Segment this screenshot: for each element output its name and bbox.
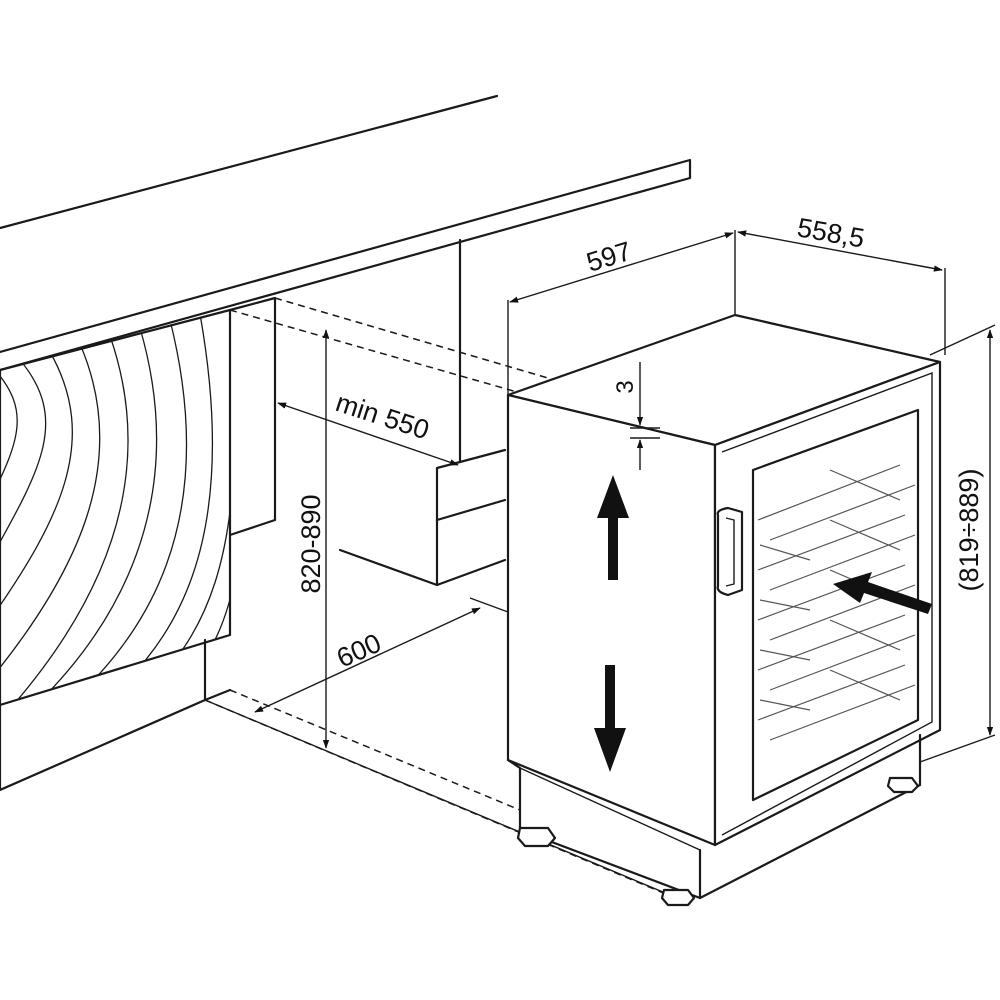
door-handle <box>716 506 744 597</box>
depth-label: 558,5 <box>795 212 867 253</box>
door-glass <box>751 408 920 802</box>
niche-min-width-label: min 550 <box>332 387 433 445</box>
foot-icon <box>516 826 557 848</box>
height-label: (819÷889) <box>954 469 984 592</box>
down-arrow-icon <box>594 665 626 772</box>
foot-icon <box>660 888 696 907</box>
niche-depth-label: 600 <box>332 628 385 674</box>
push-arrow-icon <box>833 572 932 614</box>
dimension-lines <box>254 230 996 763</box>
kitchen-cabinetry <box>0 94 692 896</box>
width-label: 597 <box>583 236 635 278</box>
foot-icon <box>886 776 920 794</box>
up-arrow-icon <box>597 475 629 580</box>
top-gap-label: 3 <box>612 380 639 393</box>
cabinet-hatching <box>0 310 230 705</box>
niche-height-label: 820-890 <box>296 494 326 593</box>
wine-shelves <box>757 464 916 741</box>
wine-cooler <box>506 313 942 907</box>
